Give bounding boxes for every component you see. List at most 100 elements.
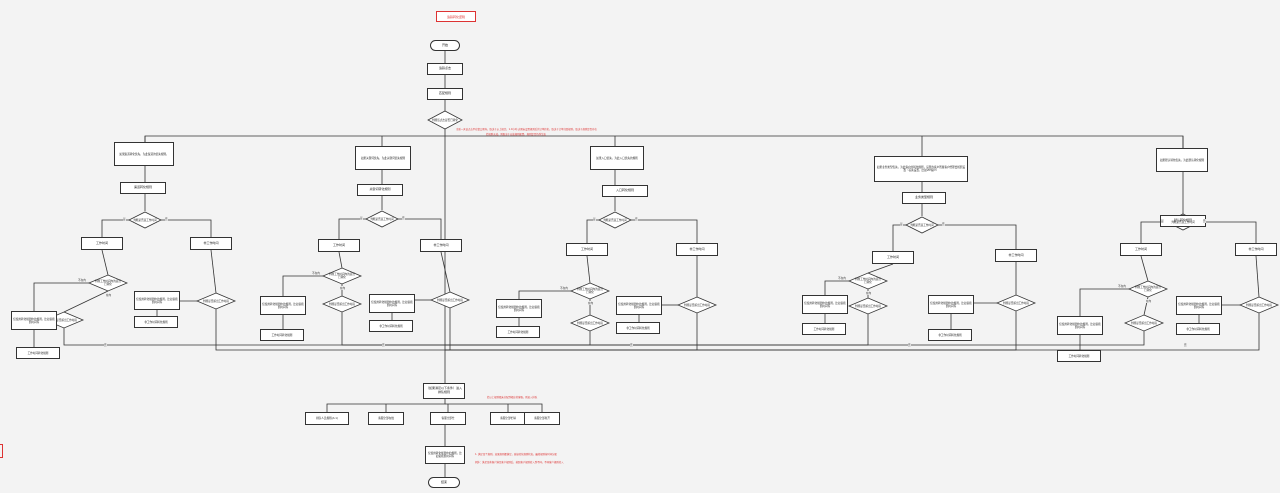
branch-4-converted-diamond-label: 判断工作时间内的是否已转化 — [1135, 286, 1161, 292]
branch-0-offwork-rule-node: 非工作时间转化规则 — [134, 316, 178, 328]
connector-line — [161, 219, 212, 237]
match-rule-node: 匹配规则 — [427, 88, 463, 100]
branch-0-overtime-diamond-label: 判断是否超出工作时段 — [51, 318, 77, 322]
queue-node-2: 客服全部忙 — [430, 412, 466, 425]
branch-2-overtime-diamond-label: 判断是否超出工作时段 — [577, 321, 603, 325]
queue-node-4: 客服全部离开 — [524, 412, 560, 425]
branch-0-condition-node: 如果渠道转化优先，为此渠道的优先规则。 — [114, 142, 174, 166]
merge-note: 若以上规则都未分配到相应的客服，则进入排队 — [487, 396, 538, 399]
connector-line — [215, 309, 445, 351]
start-node: 开始 — [430, 40, 460, 51]
diagram-title: 追踪转化逻辑 — [436, 11, 476, 22]
branch-0-worktime-diamond — [128, 211, 162, 229]
branch-4-no-label: 否 — [1203, 219, 1206, 223]
branch-1-out-label: 不在内 — [312, 271, 320, 275]
connector-line — [631, 219, 698, 243]
branch-1-rule-node: 关键词转化规则 — [357, 184, 403, 196]
connector-line — [938, 224, 1017, 249]
branch-3-worktime-node: 工作时间 — [872, 251, 914, 264]
connector-line — [101, 249, 109, 276]
connector-line — [867, 263, 894, 274]
connector-line — [398, 218, 442, 239]
connector-line — [282, 275, 323, 296]
branch-3-offwork-diamond-label: 判断是否超出工作时段 — [1003, 301, 1029, 305]
branch-2-in-label: 在内 — [588, 301, 594, 305]
connector-line — [1199, 221, 1257, 243]
merge-node: （如果满足以下条件）进入排队规则 — [423, 383, 465, 399]
connector-line — [1140, 221, 1167, 243]
connector-line — [33, 282, 89, 311]
branch-4-merge-no-label: 否 — [1184, 343, 1187, 347]
branch-0-no-label: 否 — [165, 217, 168, 221]
branch-1-offwork-diamond-label: 判断是否超出工作时段 — [437, 298, 463, 302]
queue-node-3: 客服全部忙碌 — [490, 412, 526, 425]
branch-1-no-label: 否 — [402, 216, 405, 220]
branch-4-offwork-diamond-label: 判断是否超出工作时段 — [1246, 303, 1272, 307]
branch-0-in-label: 在内 — [106, 293, 112, 297]
branch-0-rule-box-1: 仅使用转化规则中的规则，比如说按照时间等 — [11, 311, 57, 330]
branch-3-overtime-diamond-label: 判断是否超出工作时段 — [855, 304, 881, 308]
branch-4-offwork-rule-node: 非工作时间转化规则 — [1176, 323, 1220, 335]
branch-1-worktime-node: 工作时间 — [318, 239, 360, 252]
branch-3-out-label: 不在内 — [838, 276, 846, 280]
branch-4-overtime-diamond-label: 判断是否超出工作时段 — [1131, 321, 1157, 325]
branch-0-yes-label: 是 — [123, 217, 126, 221]
judge-first-diamond-label: 判断该点击是否已转化 — [432, 118, 458, 122]
final-note-2: 例外：满足某些客户满足客户规则后，按照客户规则转入到不同，不同客户规则转入 — [475, 461, 564, 464]
branch-2-no-label: 否 — [635, 217, 638, 221]
branch-1-offwork-node: 非工作时间 — [420, 239, 462, 252]
branch-2-rule-box-2: 仅使用转化规则中的规则，比如说按照时间等 — [616, 296, 662, 315]
connector-line — [445, 313, 1260, 351]
branch-4-condition-node: 如果默认转化优先，为此默认转化规则 — [1156, 148, 1208, 172]
branch-3-no-label: 否 — [942, 222, 945, 226]
branch-4-worktime-node: 工作时间 — [1120, 243, 1162, 256]
connector-line — [445, 403, 543, 412]
branch-1-offwork-rule-node: 非工作时间转化规则 — [369, 320, 413, 332]
branch-0-offwork-diamond-label: 判断是否超出工作时段 — [203, 299, 229, 303]
branch-3-converted-diamond-label: 判断工作时间内的是否已转化 — [855, 278, 881, 284]
track-click-node: 追踪点击 — [427, 63, 463, 75]
side-marker — [0, 444, 3, 458]
branch-1-overtime-diamond-label: 判断是否超出工作时段 — [329, 302, 355, 306]
connector-line — [210, 249, 217, 294]
branch-2-offwork-rule-node: 非工作时间转化规则 — [616, 322, 660, 334]
branch-3-offwork-node: 非工作时间 — [995, 249, 1037, 262]
branch-2-offwork-node: 非工作时间 — [676, 243, 718, 256]
final-rule-node: 仅使用转化规则中的规则，比如说按照时间等 — [425, 446, 465, 464]
connector-line — [144, 135, 1184, 148]
branch-0-result-node: 工作时间转化规则 — [16, 347, 60, 359]
branch-0-rule-node: 渠道转化规则 — [120, 182, 166, 194]
queue-node-0: 排队人员规则(A:1) — [305, 412, 349, 425]
connector-line — [440, 251, 451, 293]
branch-0-converted-diamond-label: 判断工作时间内的是否已转化 — [95, 280, 121, 286]
connector-line — [1140, 255, 1149, 282]
branch-4-out-label: 不在内 — [1118, 284, 1126, 288]
connector-line — [338, 218, 366, 239]
branch-1-rule-box-1: 仅使用转化规则中的规则，比如说按照时间等 — [260, 296, 306, 315]
branch-1-merge-no-label: 否 — [382, 343, 385, 347]
branch-1-condition-node: 如果关键词优先，为此关键词优先规则 — [355, 146, 411, 170]
connector-line — [63, 328, 445, 346]
connector-line — [518, 290, 571, 299]
connector-line — [338, 251, 343, 269]
branch-2-result-node: 工作时间转化规则 — [496, 326, 540, 338]
branch-4-result-node: 工作时间转化规则 — [1057, 350, 1101, 362]
branch-3-in-label: 在内 — [866, 291, 872, 295]
branch-2-condition-node: 如果入口优先，为此入口优先的规则 — [590, 146, 644, 170]
branch-3-worktime-diamond — [905, 216, 939, 234]
branch-1-worktime-diamond — [365, 210, 399, 228]
branch-4-rule-box-2: 仅使用转化规则中的规则，比如说按照时间等 — [1176, 296, 1222, 315]
branch-2-worktime-diamond — [598, 211, 632, 229]
end-node: 结束 — [428, 477, 460, 488]
connector-line — [586, 255, 591, 284]
judge-note-2: 若规则无效，则取决于无效规则配置，规则是否仍然生效 — [486, 133, 546, 136]
branch-0-out-label: 不在内 — [78, 278, 86, 282]
branch-3-rule-node: 业务类型规则 — [902, 192, 946, 204]
connector-line — [341, 312, 445, 346]
branch-1-in-label: 在内 — [340, 286, 346, 290]
branch-4-yes-label: 是 — [1161, 219, 1164, 223]
branch-3-rule-box-1: 仅使用转化规则中的规则，比如说按照时间等 — [802, 295, 848, 314]
branch-1-worktime-diamond-label: 判断是否是工作时间 — [370, 217, 394, 221]
connector-line — [101, 219, 129, 237]
connector-line — [586, 219, 599, 243]
